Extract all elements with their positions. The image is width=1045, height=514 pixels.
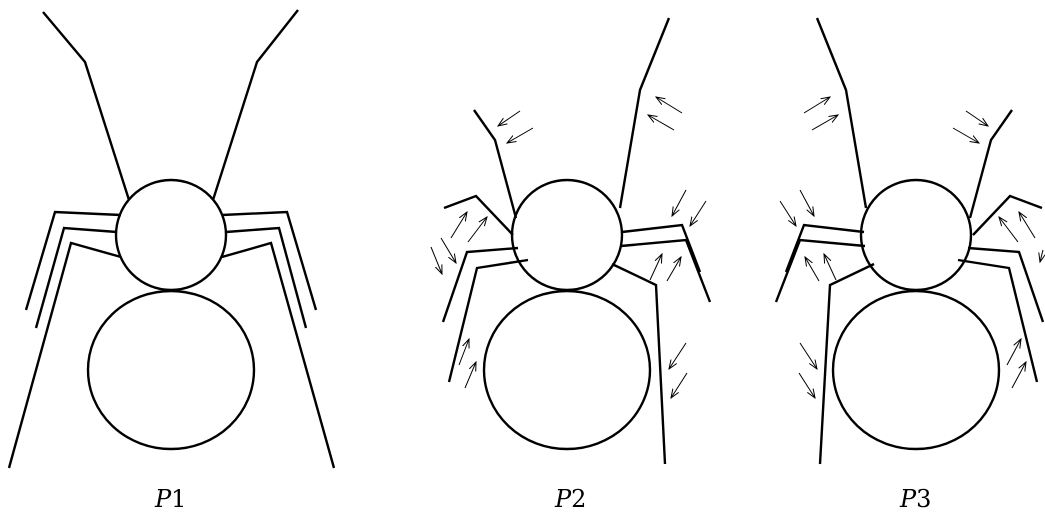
force-arrows [431, 97, 706, 398]
force-arrow [507, 128, 533, 143]
leg-right-2 [621, 240, 710, 302]
leg-right-1 [222, 212, 316, 310]
panel-p1: P1 [9, 10, 334, 513]
force-arrow [441, 238, 456, 263]
force-arrow [648, 115, 674, 130]
force-arrow [650, 254, 662, 280]
force-arrow [451, 212, 467, 238]
leg-left-1 [444, 196, 513, 235]
force-arrow [459, 339, 469, 365]
panel-p3: P3 [776, 18, 1043, 513]
leg-left-front [817, 18, 866, 208]
force-arrow [999, 217, 1018, 242]
leg-left-1 [26, 212, 121, 310]
force-arrow [465, 362, 476, 388]
force-arrow [780, 201, 796, 226]
force-arrow [468, 217, 487, 242]
leg-left-front [43, 12, 129, 200]
abdomen [484, 291, 650, 449]
abdomen [88, 291, 254, 449]
force-arrows [780, 97, 1043, 398]
panel-label-p2: P2 [554, 485, 586, 513]
leg-right-2 [226, 228, 306, 328]
force-arrow [1019, 212, 1035, 238]
leg-right-3 [612, 264, 665, 464]
force-arrow [498, 111, 520, 126]
force-arrow [1007, 339, 1021, 365]
force-arrow [671, 373, 687, 398]
force-arrow [1040, 250, 1043, 262]
force-arrow [953, 128, 979, 143]
force-arrow [800, 190, 814, 216]
force-arrow [669, 343, 686, 369]
force-arrow [812, 115, 838, 130]
leg-left-2 [36, 228, 117, 328]
abdomen [833, 291, 999, 449]
force-arrow [804, 97, 830, 113]
leg-right-1 [973, 196, 1042, 235]
force-arrow [800, 343, 817, 369]
panel-label-p3: P3 [899, 485, 931, 513]
leg-left-2 [776, 240, 865, 302]
cephalothorax [512, 180, 622, 290]
force-arrow [667, 257, 681, 281]
leg-right-3 [222, 243, 334, 468]
force-arrow [656, 97, 682, 113]
force-arrow [799, 373, 815, 398]
leg-right-front [620, 18, 669, 208]
force-arrow [966, 111, 988, 126]
cephalothorax [861, 180, 971, 290]
cephalothorax [116, 180, 226, 290]
force-arrow [805, 257, 819, 281]
leg-left-3 [9, 243, 121, 468]
force-arrow [690, 201, 706, 226]
force-arrow [1012, 362, 1026, 388]
force-arrow [672, 190, 686, 216]
force-arrow [824, 254, 836, 280]
force-arrow [431, 247, 442, 274]
leg-right-front [213, 10, 298, 200]
leg-left-2 [443, 248, 518, 322]
panel-label-p1: P1 [154, 485, 186, 513]
leg-left-3 [449, 260, 528, 382]
panel-p2: P2 [431, 18, 710, 513]
leg-right-2 [968, 248, 1043, 322]
